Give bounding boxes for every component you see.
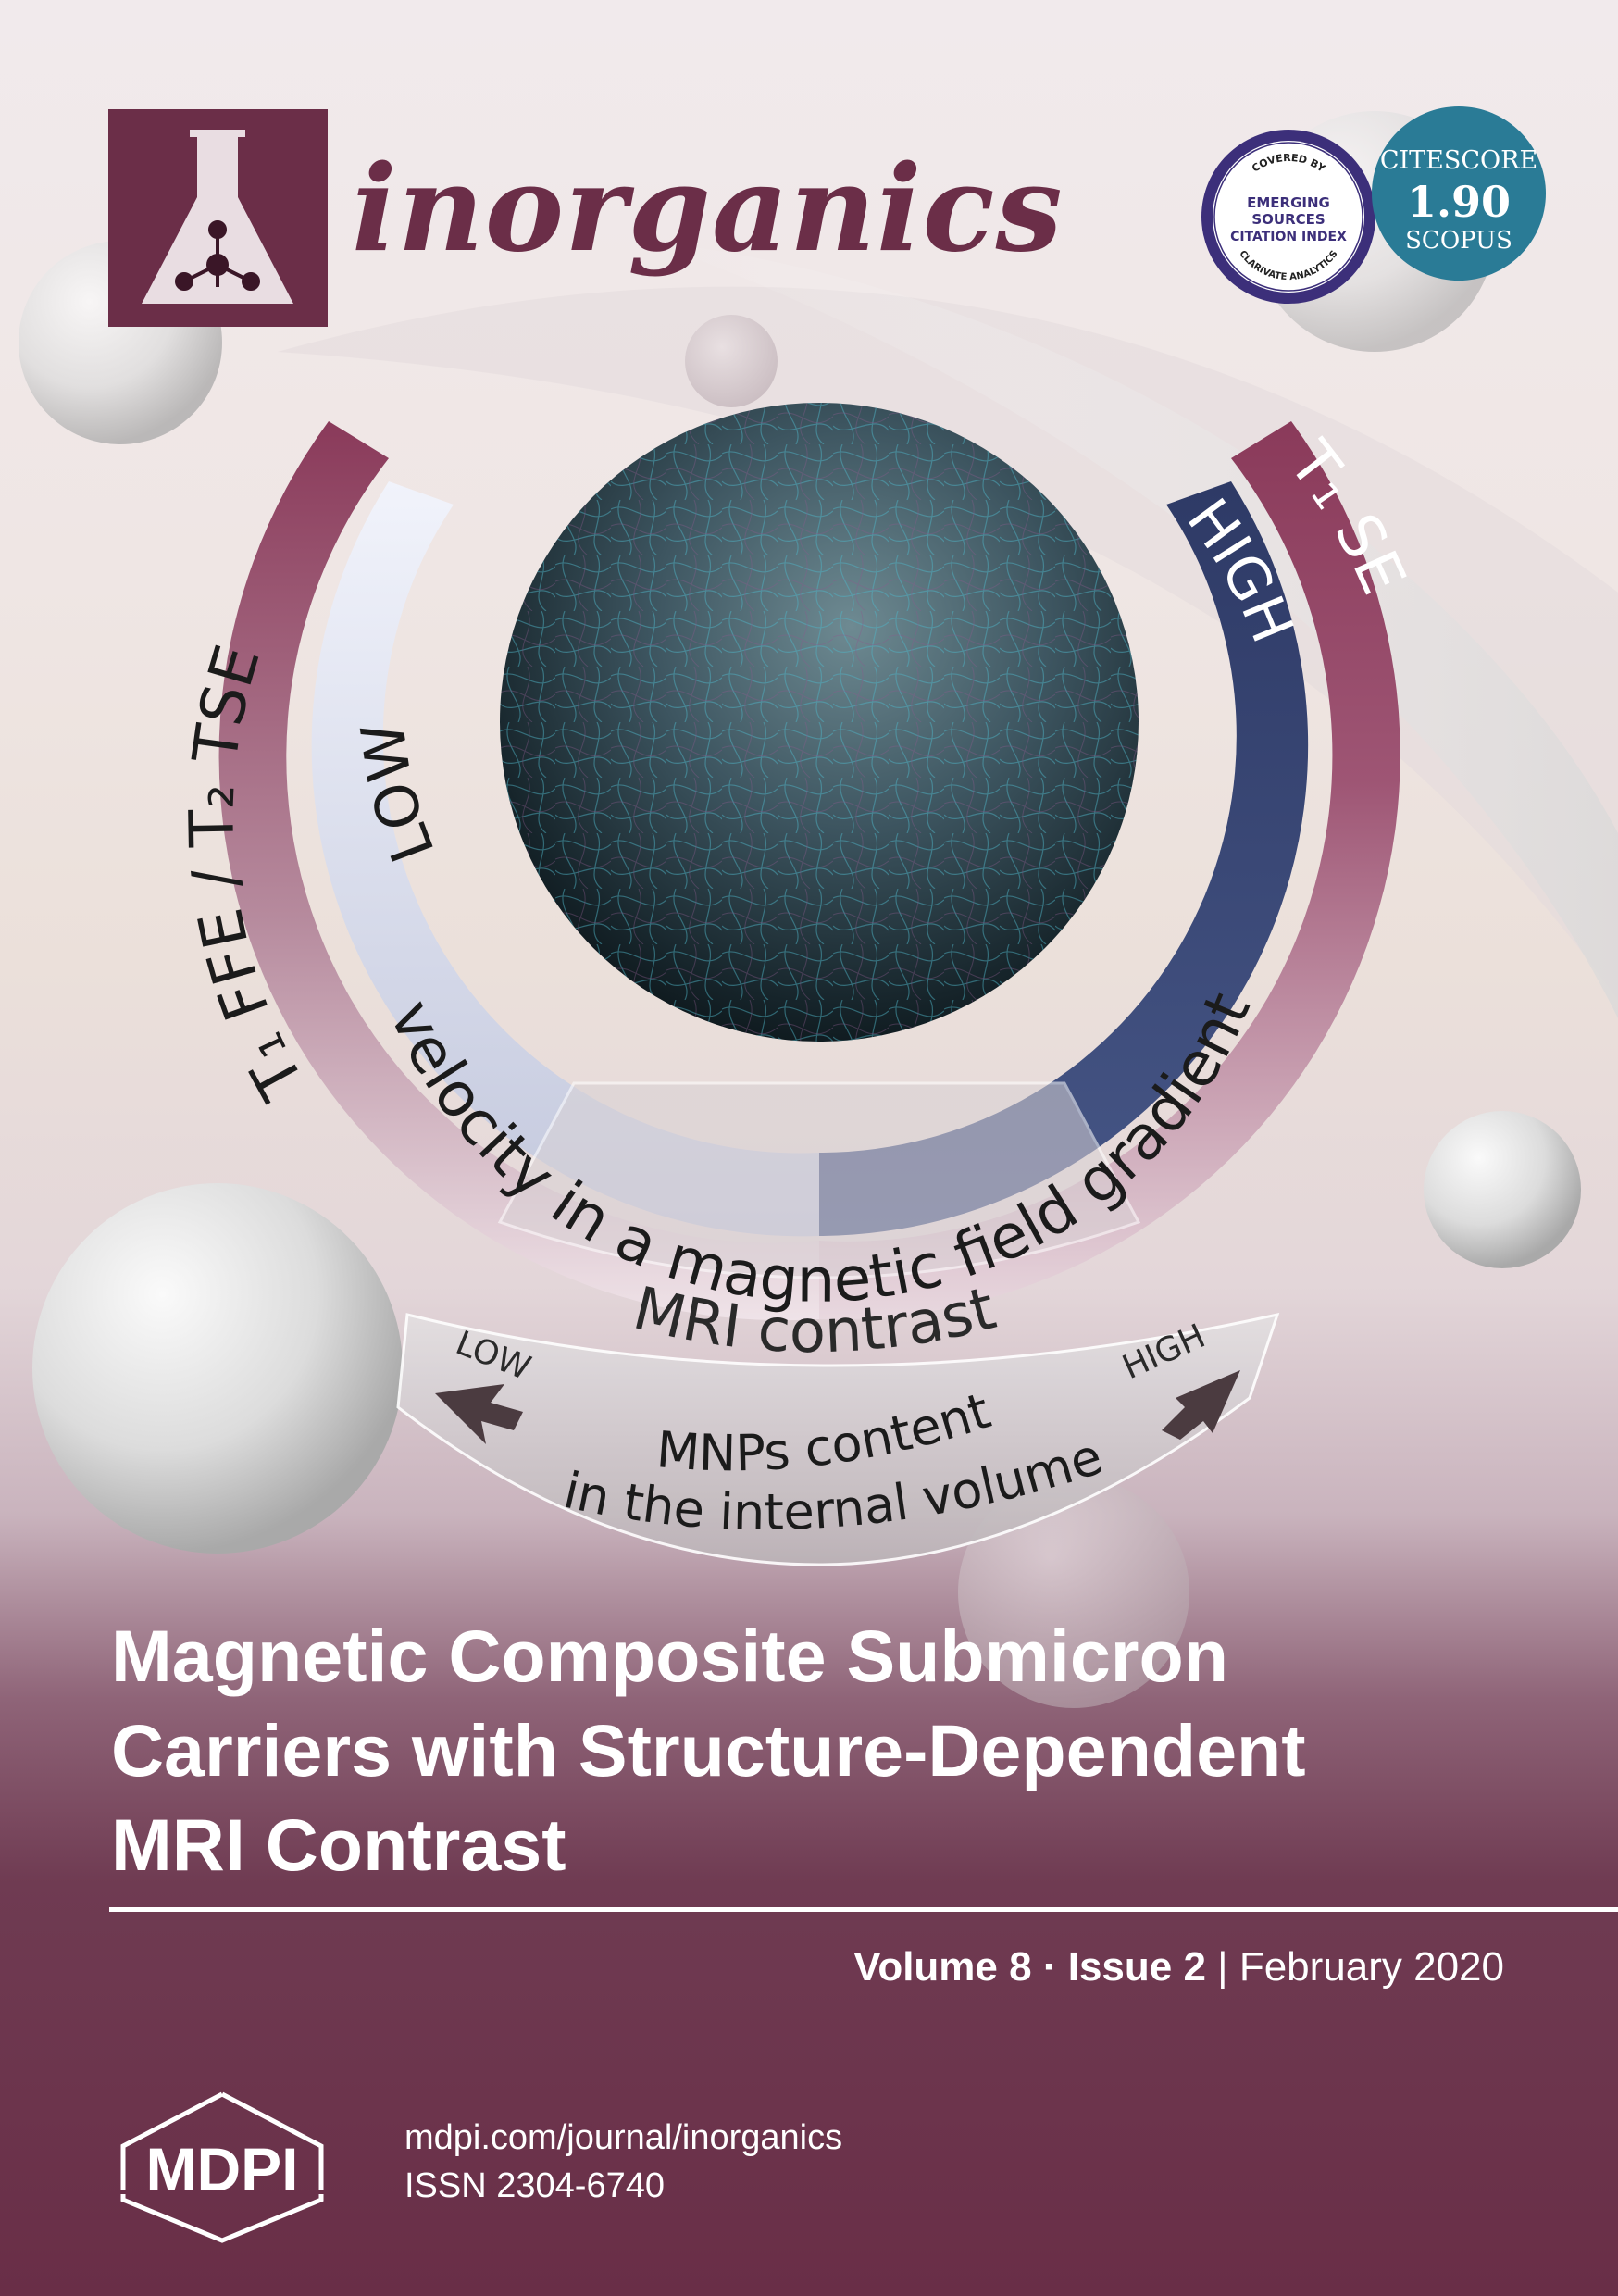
article-title-line3: MRI Contrast [111, 1803, 566, 1886]
sphere [958, 1477, 1189, 1708]
swoosh-shape [648, 241, 1618, 1018]
journal-title: inorganics [352, 140, 1064, 279]
content-plate [396, 1312, 1280, 1566]
mri-plate [497, 1081, 1141, 1279]
issue-label: Issue 2 [1067, 1944, 1206, 1990]
title-rule [109, 1907, 1618, 1912]
mdpi-logo-text: MDPI [146, 2135, 299, 2203]
issue-divider: | [1205, 1944, 1239, 1990]
article-title-line2: Carriers with Structure-Dependent [111, 1709, 1306, 1791]
inner-band-right [819, 481, 1309, 1236]
article-title-line1: Magnetic Composite Submicron [111, 1615, 1229, 1697]
issue-separator: · [1031, 1944, 1068, 1990]
esci-line2: SOURCES [1251, 211, 1325, 228]
issn: ISSN 2304-6740 [404, 2166, 665, 2205]
sphere [32, 1183, 403, 1554]
inner-band-left [311, 481, 820, 1237]
citescore-source: SCOPUS [1405, 227, 1512, 255]
composite-sphere-fibers [500, 403, 1139, 1042]
sphere [1424, 1111, 1581, 1268]
esci-line1: EMERGING [1247, 194, 1330, 211]
journal-logo [108, 109, 328, 327]
outer-band-right [819, 421, 1400, 1320]
esci-badge: COVERED BY EMERGING SOURCES CITATION IND… [1201, 130, 1375, 304]
citescore-badge: CITESCORE 1.90 SCOPUS [1372, 106, 1546, 281]
flask-icon [142, 130, 293, 304]
journal-url[interactable]: mdpi.com/journal/inorganics [404, 2118, 843, 2157]
issue-info: Volume 8 · Issue 2 | February 2020 [853, 1944, 1504, 1990]
esci-line3: CITATION INDEX [1230, 230, 1347, 244]
outer-band-left [218, 421, 819, 1321]
article-title: Magnetic Composite Submicron Carriers wi… [111, 1609, 1555, 1892]
issue-date: February 2020 [1238, 1944, 1504, 1990]
arrow-right-icon [1162, 1370, 1240, 1440]
volume-label: Volume 8 [853, 1944, 1032, 1990]
citescore-value: 1.90 [1406, 177, 1512, 227]
citescore-label: CITESCORE [1379, 146, 1538, 175]
sphere [685, 315, 778, 407]
mdpi-logo: MDPI [120, 2091, 324, 2243]
arrow-left-icon [435, 1384, 523, 1444]
